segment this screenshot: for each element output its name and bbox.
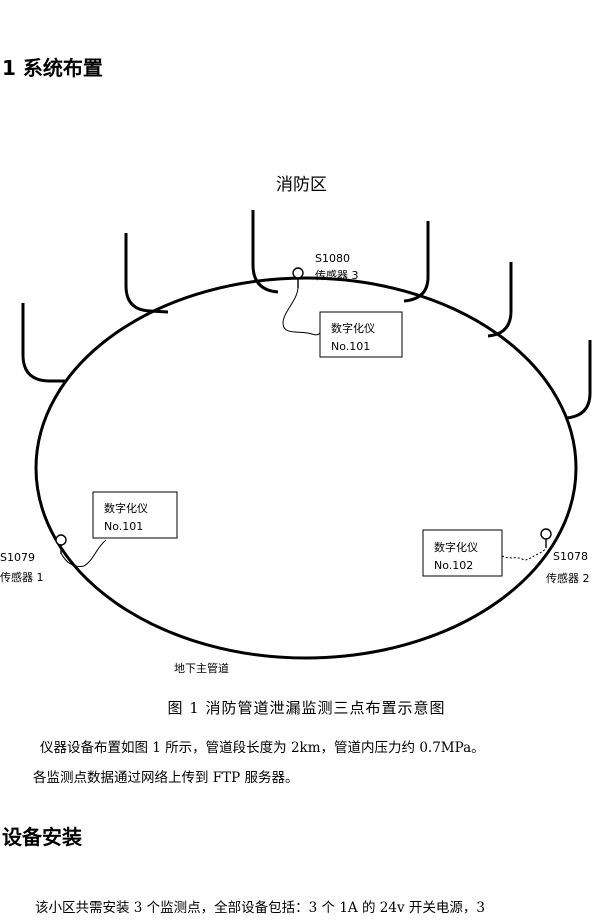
- sensor-1-cable: [60, 539, 107, 567]
- sensor-3-icon: [292, 267, 304, 279]
- sensor-1-icon: [55, 534, 67, 546]
- sensor-2-cable: [501, 547, 547, 561]
- sensor-3-cable: [282, 286, 321, 336]
- sensor-2-icon: [540, 528, 552, 540]
- main-pipe-label: 地下主管道: [174, 661, 229, 675]
- sensor-1-id: S1079: [0, 551, 35, 564]
- digitizer-box-left: [92, 491, 178, 539]
- digitizer-box-top: [319, 311, 403, 358]
- pipeline-layout-diagram: 消防区 S1080 传感器 3 数字化仪 No.101 S1079 传感器 1 …: [0, 175, 592, 675]
- body-paragraph-equipment: 该小区共需安装 3 个监测点，全部设备包括：3 个 1A 的 24v 开关电源，…: [35, 900, 485, 916]
- digitizer-number: No.102: [434, 559, 473, 572]
- section-heading-system-layout: 1 系统布置: [2, 56, 103, 80]
- digitizer-number: No.101: [331, 340, 370, 353]
- digitizer-title: 数字化仪: [331, 321, 375, 335]
- main-pipe-loop: [34, 276, 578, 660]
- section-heading-equipment-install: 设备安装: [2, 825, 82, 849]
- sensor-2-id: S1078: [553, 550, 588, 563]
- sensor-1-name: 传感器 1: [0, 571, 44, 584]
- digitizer-number: No.101: [104, 520, 143, 533]
- sensor-2-name: 传感器 2: [546, 572, 590, 585]
- body-paragraph-layout: 仪器设备布置如图 1 所示，管道段长度为 2km，管道内压力约 0.7MPa。: [40, 740, 485, 756]
- digitizer-title: 数字化仪: [104, 501, 148, 515]
- branch-pipe: [251, 210, 279, 294]
- sensor-3-id: S1080: [315, 252, 350, 265]
- body-paragraph-upload: 各监测点数据通过网络上传到 FTP 服务器。: [33, 770, 299, 786]
- branch-pipe: [565, 340, 592, 420]
- digitizer-box-right: [422, 529, 503, 577]
- branch-pipe: [403, 221, 430, 303]
- figure-caption: 图 1 消防管道泄漏监测三点布置示意图: [167, 699, 446, 717]
- branch-pipe: [487, 262, 513, 338]
- digitizer-title: 数字化仪: [434, 540, 478, 554]
- branch-pipe: [124, 233, 169, 314]
- branch-pipe: [21, 303, 66, 383]
- sensor-3-name: 传感器 3: [315, 269, 359, 282]
- fire-zone-label: 消防区: [276, 175, 327, 195]
